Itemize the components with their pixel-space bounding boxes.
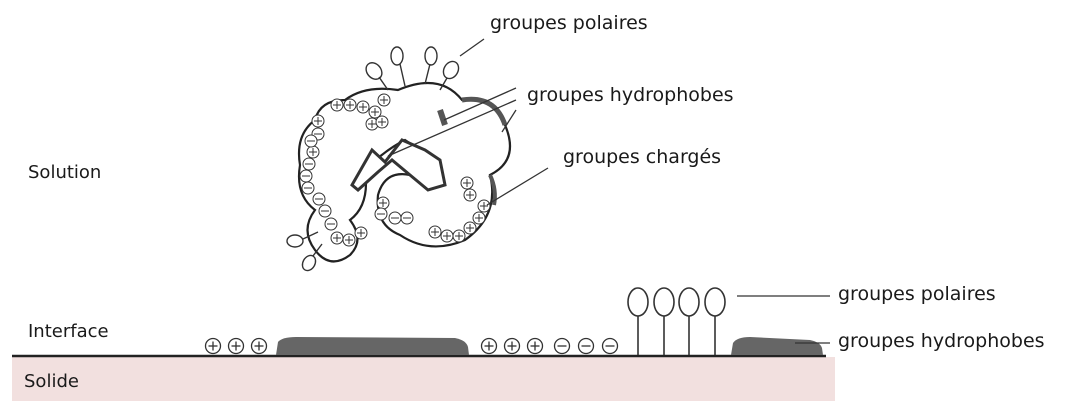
surface-polar-groups	[628, 288, 725, 355]
molecule-label-polar: groupes polaires	[490, 14, 648, 33]
region-label-solid: Solide	[24, 373, 79, 391]
surface-charges-left	[206, 339, 267, 354]
surface-charges-middle	[482, 339, 618, 354]
surface-hydrophobic-patch-small	[731, 337, 823, 355]
region-label-solution: Solution	[28, 164, 101, 182]
surface-label-hydrophobic: groupes hydrophobes	[838, 332, 1045, 351]
protein-molecule	[299, 83, 510, 261]
region-label-interface: Interface	[28, 323, 109, 341]
solid-substrate	[12, 357, 835, 401]
surface-hydrophobic-patch-large	[276, 337, 469, 355]
surface-label-polar: groupes polaires	[838, 285, 996, 304]
molecule-label-charged: groupes chargés	[563, 148, 721, 167]
leader-molecule-charged	[487, 168, 548, 205]
leader-molecule-polar	[460, 39, 484, 56]
molecule-label-hydrophobic: groupes hydrophobes	[527, 86, 734, 105]
